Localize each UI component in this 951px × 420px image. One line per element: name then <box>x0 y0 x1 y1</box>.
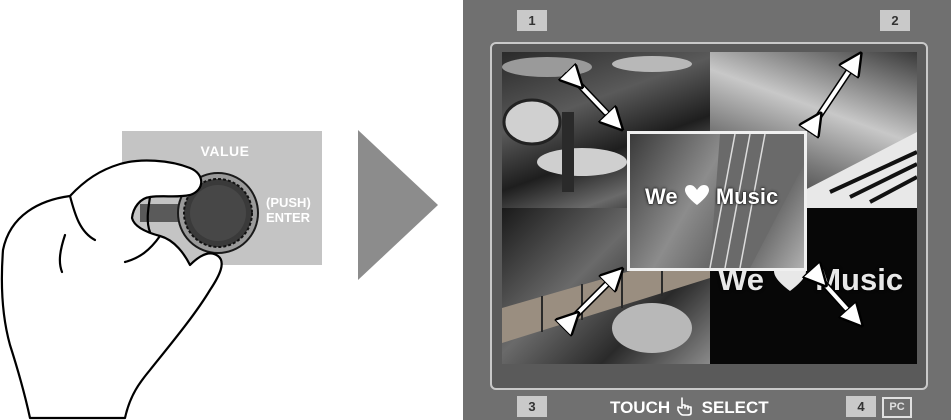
select-text: SELECT <box>702 398 769 417</box>
double-arrow-icon <box>815 62 855 122</box>
screen-tag-3: 3 <box>517 396 547 417</box>
double-arrow-icon <box>819 278 855 318</box>
pc-badge: PC <box>882 397 912 418</box>
screen-tag-4: 4 <box>846 396 876 417</box>
touch-text: TOUCH <box>610 398 670 417</box>
hand-knob-illustration <box>0 0 360 420</box>
right-arrow-icon <box>358 130 438 280</box>
resize-arrows <box>463 0 951 420</box>
touch-hand-icon <box>675 396 697 416</box>
double-arrow-icon <box>575 80 615 122</box>
double-arrow-icon <box>571 276 615 320</box>
touch-select-hint: TOUCH SELECT <box>610 396 769 418</box>
